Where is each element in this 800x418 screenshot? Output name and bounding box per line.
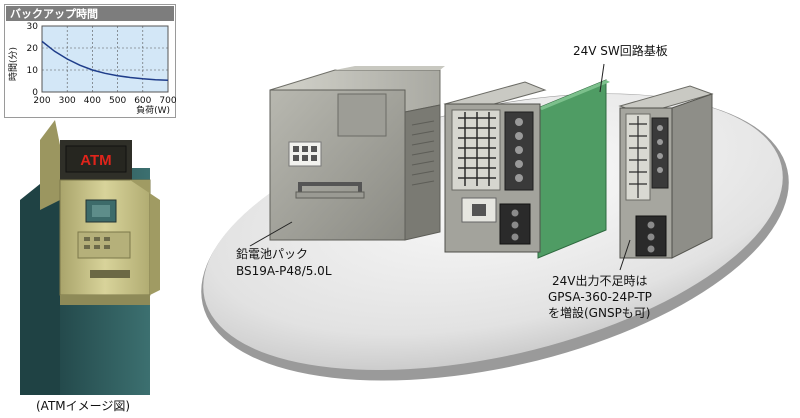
chart-canvas: バックアップ時間 時間(分) 負荷(W) 200 300 400 500 600 700 0… [4,4,177,118]
chart-x-tick-label: 200 [33,96,50,106]
chart-series-line [41,40,169,82]
chart-x-axis-label: 負荷(W) [136,104,170,116]
battery-pack-model: BS19A-P48/5.0L [236,264,332,278]
chart-x-tick-label: 600 [134,96,151,106]
battery-pack [269,66,445,241]
chart-y-tick-label: 30 [27,22,39,32]
connector-icon [288,141,322,167]
output-note-line3: を増設(GNSPも可) [548,306,651,320]
chart-x-tick-label: 300 [59,96,76,106]
chart-y-axis-label: 時間(分) [8,47,19,81]
atm-screen: ATM [65,145,127,173]
chart-y-tick-label: 0 [32,88,38,98]
atm-screen-text: ATM [80,152,111,169]
chart-x-tick-label: 400 [84,96,101,106]
chart-title-bar [6,6,174,21]
power-supply-unit [443,81,547,253]
chart-x-tick-label: 500 [109,96,126,106]
battery-pack-label: 鉛電池パック [236,247,309,261]
sw-board-label: 24V SW回路基板 [573,44,668,58]
atm-illustration: ATM [20,120,160,395]
output-note-line1: 24V出力不足時は [552,274,648,288]
chart-y-tick-label: 10 [27,66,39,76]
chart-y-tick-label: 20 [27,44,39,54]
output-note-line2: GPSA-360-24P-TP [548,290,652,304]
leader-lines [249,63,631,271]
backup-time-chart: バックアップ時間 時間(分) 負荷(W) 200 300 400 500 600 700 0… [4,4,177,118]
sw-circuit-board [537,79,610,259]
chart-x-tick-label: 700 [159,96,176,106]
chart-plot-area [41,25,169,93]
chart-title: バックアップ時間 [10,7,98,21]
atm-caption: (ATMイメージ図) [36,399,131,413]
additional-power-supply [618,85,714,259]
